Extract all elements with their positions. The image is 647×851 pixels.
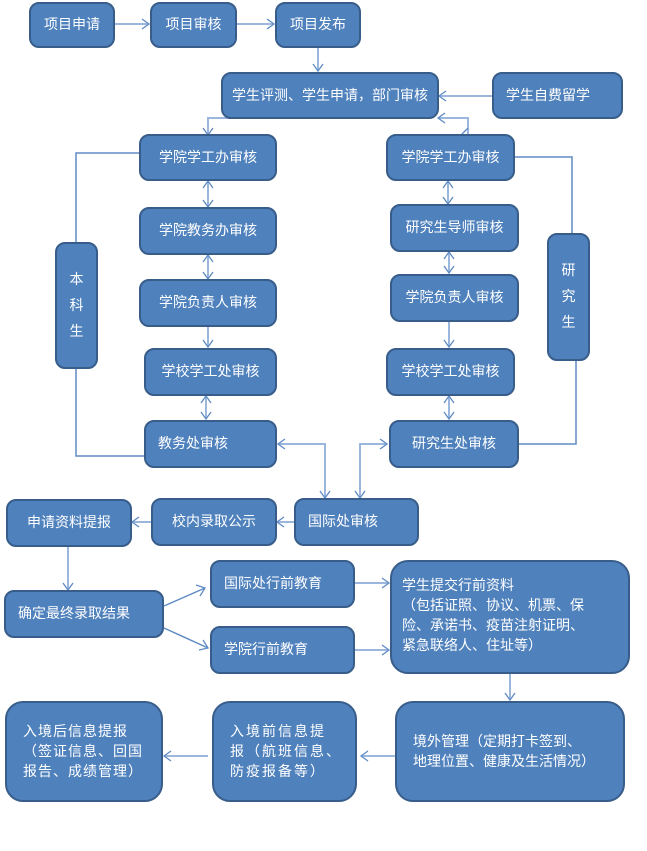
node-label: 项目发布 [290, 17, 346, 33]
pg-vertical-arrows [442, 179, 455, 421]
node-line: （签证信息、回国 [23, 743, 143, 760]
label-char: 本 [69, 271, 84, 288]
ug-bracket-bottom [75, 368, 145, 457]
node-line: 入境后信息提报 [23, 723, 128, 740]
label-char: 究 [561, 289, 576, 305]
node-label: 学生评测、学生申请，部门审核 [232, 87, 428, 104]
node-label: 校内录取公示 [172, 514, 256, 530]
node-label: 确定最终录取结果 [18, 606, 130, 622]
arrowhead [195, 584, 206, 597]
label-postgraduate: 研 究 生 [547, 233, 590, 361]
arrowhead [130, 516, 140, 528]
node-label: 学校学工处审核 [401, 364, 500, 380]
node-project-review: 项目审核 [150, 2, 237, 48]
node-text: 入境前信息提 报（航班信息、 防疫报备等） [230, 722, 342, 782]
node-label: 学院学工办审核 [401, 149, 500, 166]
arrowhead [162, 750, 172, 762]
node-label: 项目申请 [44, 17, 100, 33]
arrowhead [276, 438, 286, 450]
node-pg-college-head: 学院负责人审核 [390, 274, 519, 322]
node-line: 学生提交行前资料 [402, 578, 514, 594]
node-pg-school-student-affairs: 学校学工处审核 [386, 348, 515, 396]
label-char: 研 [561, 263, 576, 279]
arrowhead [436, 112, 446, 124]
node-ug-academic-office: 学院教务办审核 [139, 207, 277, 255]
node-ug-academic-affairs: 教务处审核 [144, 420, 277, 468]
arrowhead [381, 644, 391, 656]
node-project-apply: 项目申请 [29, 2, 115, 48]
arrow-academic-to-intl [278, 443, 326, 498]
node-project-publish: 项目发布 [275, 2, 361, 48]
node-ug-college-office: 学院学工办审核 [139, 134, 277, 181]
arrowhead [198, 639, 210, 651]
node-submit-application: 申请资料提报 [6, 499, 132, 547]
arrowhead [266, 18, 276, 30]
node-intl-predeparture: 国际处行前教育 [210, 560, 355, 608]
pg-bracket-top [514, 156, 573, 234]
node-intl-office-review: 国际处审核 [294, 498, 419, 546]
node-line: 报告、成绩管理） [23, 763, 143, 780]
node-line: 防疫报备等） [230, 763, 326, 780]
arrowhead [312, 63, 324, 73]
arrowhead [461, 127, 469, 135]
arrowhead [141, 18, 151, 30]
node-line: （包括证照、协议、机票、保 [402, 598, 584, 614]
node-label: 学院负责人审核 [405, 290, 504, 306]
arrowhead [381, 577, 391, 589]
node-pg-graduate-office: 研究生处审核 [389, 420, 519, 468]
ug-vertical-arrows [200, 179, 214, 421]
arrow-final-to-intl-edu [163, 587, 206, 607]
node-text: 入境后信息提报 （签证信息、回国 报告、成绩管理） [23, 722, 143, 782]
node-label: 学生自费留学 [506, 87, 590, 104]
label-undergraduate: 本 科 生 [55, 242, 98, 369]
arrowhead [504, 692, 516, 702]
node-label: 国际处审核 [308, 514, 378, 530]
node-line: 入境前信息提 [230, 723, 326, 740]
node-final-admission: 确定最终录取结果 [4, 590, 164, 638]
node-label: 申请资料提报 [27, 515, 111, 531]
node-line: 地理位置、健康及生活情况） [413, 753, 595, 770]
arrowhead [275, 516, 285, 528]
node-label: 研究生处审核 [412, 436, 496, 452]
node-label: 教务处审核 [158, 436, 228, 452]
node-admission-publicity: 校内录取公示 [151, 498, 277, 546]
node-line: 境外管理（定期打卡签到、 [413, 733, 581, 750]
node-label: 学校学工处审核 [161, 364, 260, 380]
arrowhead [437, 90, 447, 102]
node-label: 国际处行前教育 [224, 576, 322, 592]
ug-bracket-top [75, 152, 139, 242]
node-ug-college-head: 学院负责人审核 [139, 279, 277, 327]
node-line: 险、承诺书、疫苗注射证明、 [402, 618, 584, 634]
node-pg-supervisor: 研究生导师审核 [390, 204, 519, 252]
label-char: 生 [69, 323, 84, 340]
node-overseas-mgmt: 境外管理（定期打卡签到、 地理位置、健康及生活情况） [395, 701, 625, 802]
arrowhead [379, 438, 389, 450]
node-label: 项目审核 [165, 17, 222, 33]
node-line: 紧急联络人、住址等） [402, 638, 542, 654]
node-ug-school-student-affairs: 学校学工处审核 [144, 348, 277, 396]
arrow-eval-to-ug [207, 117, 238, 134]
node-college-predeparture: 学院行前教育 [210, 626, 355, 674]
node-self-funded: 学生自费留学 [492, 72, 623, 119]
node-post-entry-report: 入境后信息提报 （签证信息、回国 报告、成绩管理） [5, 701, 163, 802]
node-text: 学生提交行前资料 （包括证照、协议、机票、保 险、承诺书、疫苗注射证明、 紧急联… [402, 576, 584, 656]
node-label: 学院教务办审核 [159, 223, 257, 239]
node-label: 研究生导师审核 [405, 220, 504, 236]
node-label: 学院行前教育 [224, 642, 308, 658]
node-pre-entry-report: 入境前信息提 报（航班信息、 防疫报备等） [212, 701, 357, 802]
node-pg-college-office: 学院学工办审核 [386, 134, 515, 181]
node-submit-materials: 学生提交行前资料 （包括证照、协议、机票、保 险、承诺书、疫苗注射证明、 紧急联… [390, 560, 630, 674]
node-label: 学院负责人审核 [159, 295, 257, 311]
arrow-graduate-to-intl [359, 443, 387, 498]
label-char: 生 [561, 315, 576, 331]
arrow-final-to-college-edu [163, 627, 209, 649]
arrowhead [359, 750, 369, 762]
node-student-eval: 学生评测、学生申请，部门审核 [221, 72, 439, 119]
node-line: 报（航班信息、 [230, 743, 342, 760]
node-label: 学院学工办审核 [159, 149, 257, 166]
node-text: 境外管理（定期打卡签到、 地理位置、健康及生活情况） [413, 732, 595, 772]
label-char: 科 [69, 297, 84, 314]
